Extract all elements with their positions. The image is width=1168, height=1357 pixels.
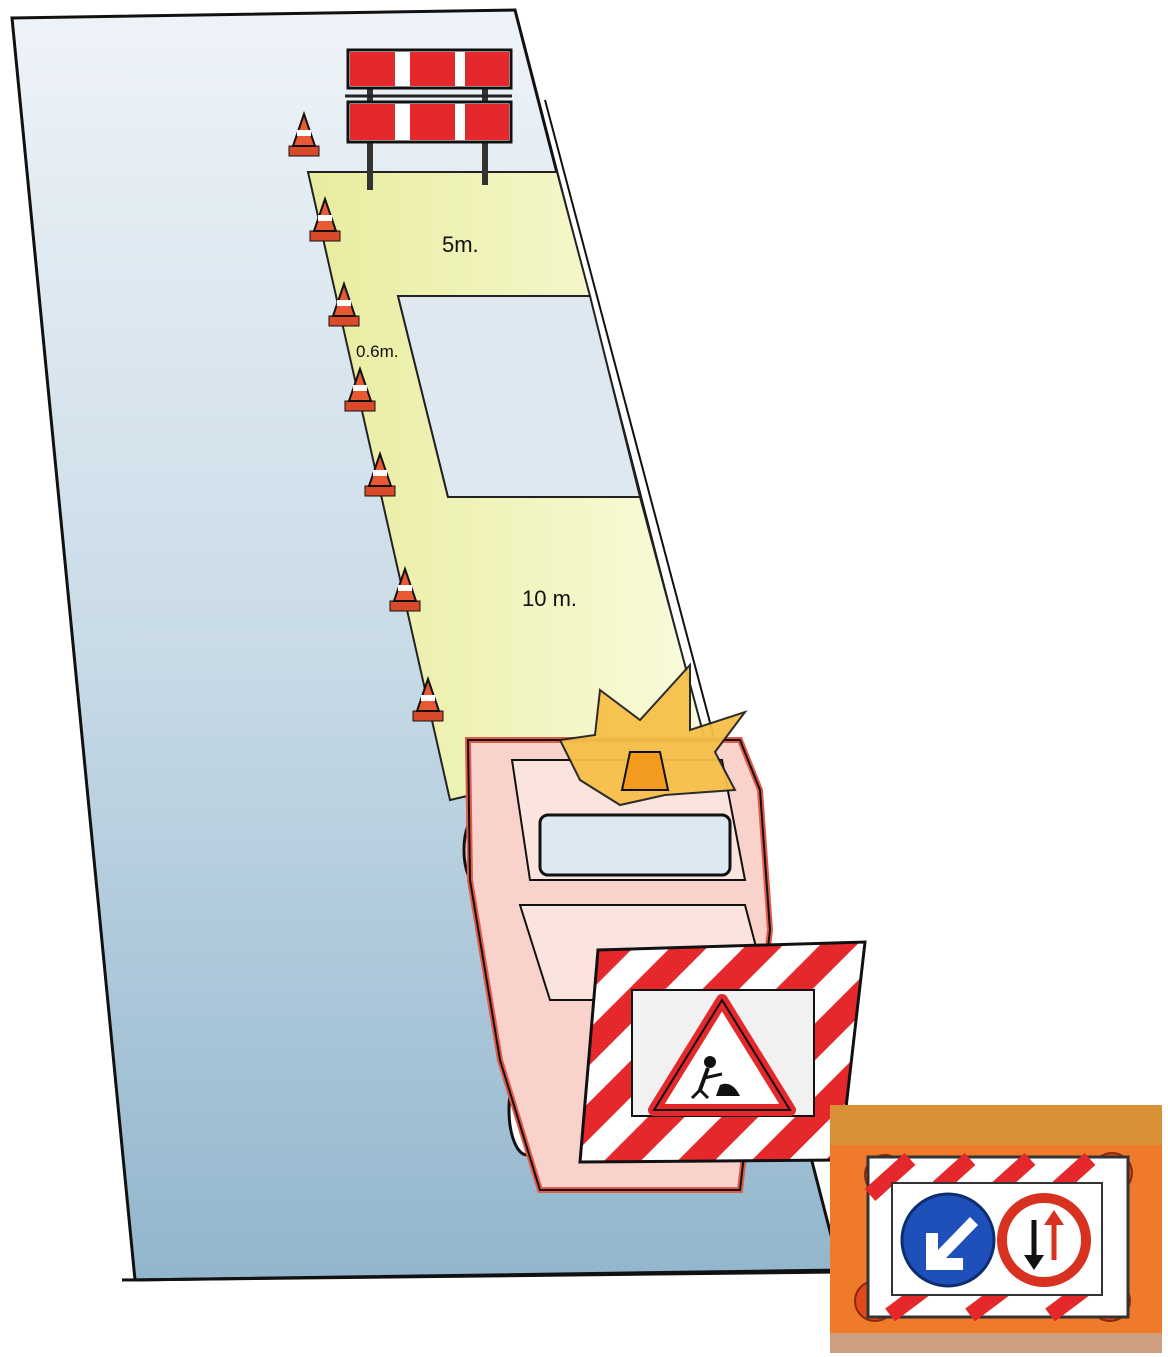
label-10m: 10 m. [522, 586, 577, 611]
priority-oncoming-icon [1002, 1198, 1086, 1282]
label-5m: 5m. [442, 232, 479, 257]
label-0-6m: 0.6m. [356, 342, 399, 361]
keep-left-arrow-icon [902, 1194, 994, 1286]
rear-warning-panel [580, 942, 865, 1162]
inset-sign-detail [830, 1105, 1162, 1353]
